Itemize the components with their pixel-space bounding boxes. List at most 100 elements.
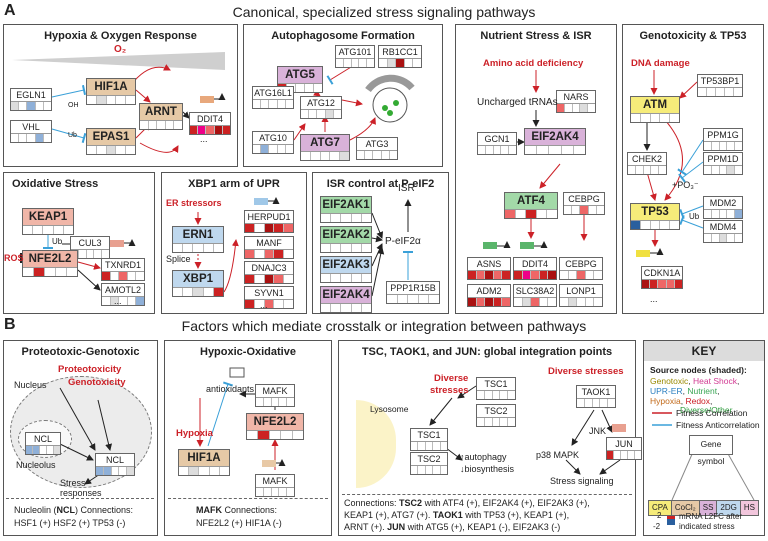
- expression-heat-strip: [704, 209, 742, 218]
- heat-cell: [548, 298, 556, 306]
- gene-node-arnt: ARNT: [139, 103, 183, 130]
- expression-heat-strip: [477, 390, 515, 399]
- key-condition: CPA: [649, 501, 672, 515]
- section-a-title: Canonical, specialized stress signaling …: [232, 4, 536, 20]
- gene-label: ATG16L1: [254, 88, 292, 98]
- heat-cell: [650, 221, 661, 229]
- heat-cell: [173, 288, 184, 296]
- heat-cell: [505, 210, 516, 218]
- heat-cell: [351, 59, 360, 67]
- expression-heat-strip: [245, 274, 293, 283]
- heat-cell: [190, 126, 199, 134]
- heat-cell: [365, 151, 374, 159]
- heat-cell: [198, 126, 207, 134]
- heat-cell: [245, 250, 255, 258]
- key-category-line: UPR-ER, Nutrient,: [650, 386, 719, 396]
- heat-cell: [735, 234, 742, 242]
- heat-cell: [628, 451, 635, 459]
- gene-node-syvn1: SYVN1: [244, 286, 294, 309]
- heat-cell: [341, 304, 352, 312]
- gene-label: VHL: [22, 122, 40, 132]
- heat-cell: [203, 288, 214, 296]
- gene-label: CUL3: [78, 238, 102, 248]
- heat-cell: [63, 226, 74, 234]
- gene-node-egln1: EGLN1: [10, 88, 52, 111]
- heat-cell: [301, 152, 311, 160]
- heat-cell: [650, 114, 661, 122]
- heat-cell: [580, 104, 589, 112]
- heat-cell: [525, 146, 538, 154]
- expression-heat-strip: [321, 273, 372, 282]
- gene-label: ASNS: [476, 259, 502, 269]
- expression-heat-strip: [256, 487, 294, 496]
- gene-node-ddit4: DDIT4: [189, 112, 231, 135]
- key-category: ,: [688, 376, 694, 386]
- gene-node-tp53bp1: TP53BP1: [697, 74, 743, 97]
- heat-cell: [588, 206, 597, 214]
- heat-cell: [325, 110, 334, 118]
- biosynthesis-label: ↓biosynthesis: [460, 464, 515, 474]
- gene-label: TSC2: [484, 406, 508, 416]
- gene-node-tsc2: TSC2: [476, 404, 516, 427]
- heat-cell: [284, 275, 293, 283]
- heat-cell: [193, 244, 204, 252]
- gene-label: TSC1: [484, 379, 508, 389]
- heat-cell: [103, 467, 112, 475]
- gene-label: MAFK: [262, 476, 288, 486]
- heat-cell: [711, 210, 720, 218]
- heat-cell: [735, 142, 742, 150]
- heat-cell: [492, 418, 501, 426]
- key-scale-min: -2: [653, 522, 661, 531]
- heat-cell: [508, 418, 515, 426]
- expression-heat-strip: [577, 398, 615, 407]
- footer-divider: [168, 498, 328, 499]
- heat-cell: [27, 134, 36, 142]
- gene-node-asns: ASNS: [467, 257, 511, 280]
- heat-cell: [222, 126, 231, 134]
- heat-cell: [508, 391, 515, 399]
- expression-heat-strip: [642, 279, 683, 288]
- gene-label: ATF4: [517, 195, 545, 207]
- key-l2fc-label: indicated stress: [679, 522, 735, 531]
- heat-cell: [389, 151, 398, 159]
- heat-cell: [119, 272, 128, 280]
- heat-cell: [361, 304, 372, 312]
- gene-node-chek2: CHEK2: [627, 152, 667, 175]
- gene-node-atg10: ATG10: [252, 131, 294, 154]
- key-category: ,: [717, 386, 720, 396]
- gene-label: CHEK2: [631, 154, 662, 164]
- heat-cell: [336, 59, 344, 67]
- expression-heat-strip: [478, 145, 516, 154]
- er-stressors-label: ER stressors: [166, 198, 222, 208]
- heat-cell: [659, 166, 666, 174]
- expression-heat-strip: [698, 87, 742, 96]
- heat-cell: [86, 250, 95, 258]
- heat-cell: [631, 114, 641, 122]
- heat-cell: [27, 102, 36, 110]
- key-category: ,: [680, 396, 686, 406]
- heat-cell: [608, 399, 615, 407]
- connections-text: with ATF4 (+), EIF2AK4 (+), EIF2AK3 (+),: [422, 498, 590, 508]
- key-category-line: Genotoxic, Heat Shock,: [650, 376, 739, 386]
- ub-label: Ub: [68, 132, 77, 139]
- gene-label: HIF1A: [187, 452, 221, 464]
- amino-acid-label: Amino acid deficiency: [483, 58, 584, 69]
- gene-label: PPP1R15B: [390, 283, 436, 293]
- gene-node-slc38a2: SLC38A2: [513, 284, 557, 307]
- expression-heat-strip: [525, 145, 586, 154]
- gene-node-atg5: ATG5: [277, 66, 323, 93]
- heat-cell: [704, 166, 712, 174]
- heat-cell: [19, 134, 28, 142]
- heat-cell: [666, 280, 675, 288]
- heat-cell: [219, 467, 230, 475]
- footer-text: ) Connections:: [75, 505, 134, 515]
- heat-cell: [274, 250, 285, 258]
- gene-label: DNAJC3: [251, 263, 287, 273]
- gene-node-mafk: MAFK: [255, 474, 295, 497]
- footer-text: NFE2L2 (+) HIF1A (-): [196, 518, 282, 528]
- heat-cell: [485, 298, 494, 306]
- heat-cell: [127, 272, 137, 280]
- gene-node-manf: MANF: [244, 236, 294, 259]
- expression-heat-strip: [628, 165, 666, 174]
- gene-node-taok1: TAOK1: [576, 385, 616, 408]
